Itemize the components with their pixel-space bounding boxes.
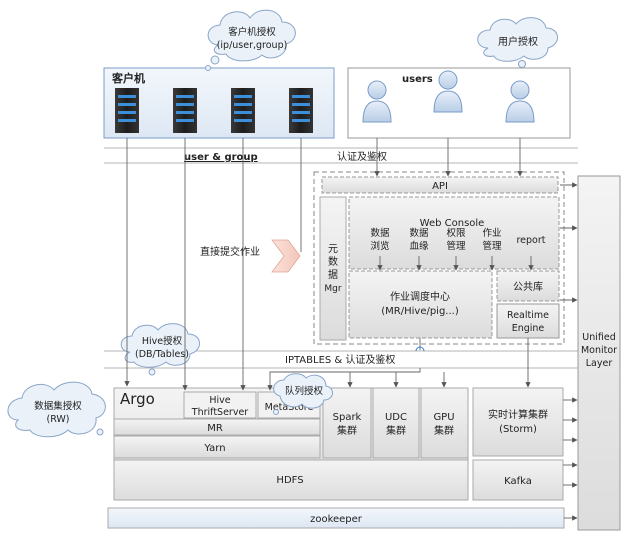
server-icon [231,88,255,133]
hive-auth-bubble: Hive授权 (DB/Tables) [120,323,200,376]
spark-cluster: Spark 集群 [322,387,372,459]
users-panel: users [347,67,571,139]
hive-auth-line1: Hive授权 [142,335,183,347]
gpu-cluster: GPU 集群 [420,387,469,459]
monitor-line1: Unified [582,332,615,343]
unified-monitor-layer: Unified Monitor Layer [577,175,621,531]
mr-label: MR [207,423,223,434]
udc-line1: UDC [385,412,407,423]
hdfs-label: HDFS [276,475,303,486]
api-label: API [432,181,448,192]
kafka: Kafka [472,459,564,501]
user-auth-bubble: 用户授权 [477,17,558,68]
web-console: Web Console 数据 浏览 数据 血缘 权限 管理 作业 管理 repo… [348,196,560,270]
zookeeper: zookeeper [107,507,565,529]
server-icon [289,88,313,133]
monitor-line3: Layer [586,358,613,369]
yarn-label: Yarn [203,443,225,454]
web-console-item-perm-2: 管理 [446,240,466,252]
public-lib: 公共库 [496,270,560,302]
scheduler-line2: (MR/Hive/pig...) [381,306,459,317]
client-auth-bubble: 客户机授权 (ip/user,group) [205,9,296,71]
web-console-item-perm-1: 权限 [446,227,466,239]
web-console-item-lineage-1: 数据 [409,227,429,239]
web-console-item-data-browse-1: 数据 [370,227,390,239]
queue-auth-bubble: 队列授权 [273,373,333,415]
platform-frame [313,171,565,345]
client-panel: 客户机 [103,67,335,139]
queue-auth-label: 队列授权 [285,385,324,397]
gpu-line1: GPU [433,412,454,423]
realtime-cluster-line2: (Storm) [499,424,537,435]
realtime-engine: Realtime Engine [496,303,560,339]
dataset-auth-line1: 数据集授权 [34,400,82,412]
user-icon [433,70,463,113]
gpu-line2: 集群 [434,424,454,437]
iptables-crossing-icon [415,346,425,352]
dataset-auth-line2: (RW) [46,414,69,425]
server-icon [115,88,139,133]
hive-auth-line2: (DB/Tables) [135,349,189,360]
public-lib-label: 公共库 [513,280,543,293]
connector-arrows [124,138,578,521]
zookeeper-label: zookeeper [310,514,363,525]
udc-cluster: UDC 集群 [372,387,420,459]
direct-submit-label: 直接提交作业 [200,245,260,258]
job-scheduler: 作业调度中心 (MR/Hive/pig...) [348,270,493,339]
api-bar: API [321,176,559,194]
user-auth-label: 用户授权 [498,35,538,48]
hive-thrift-line2: ThriftServer [191,407,249,418]
user-icon [505,80,535,123]
web-console-item-jobs-2: 管理 [482,240,502,252]
web-console-item-data-browse-2: 浏览 [370,240,389,252]
client-auth-line2: (ip/user,group) [217,40,288,51]
server-icon [173,88,197,133]
realtime-cluster-line1: 实时计算集群 [488,408,548,421]
metadata-mgr: 元 数 据 Mgr [319,196,347,341]
web-console-item-jobs-1: 作业 [482,227,501,239]
web-console-item-report: report [516,235,545,246]
client-panel-title: 客户机 [111,71,145,85]
hive-thrift-line1: Hive [209,395,230,406]
metastore-label: MetaStore [265,402,314,413]
web-console-title: Web Console [420,218,485,229]
dataset-auth-bubble: 数据集授权 (RW) [7,381,106,438]
client-auth-line1: 客户机授权 [228,26,276,38]
metadata-line1: 元 [328,244,338,255]
realtime-engine-line2: Engine [512,323,545,334]
user-group-label: user & group [184,152,258,163]
metadata-line2: 数 [328,255,338,268]
spark-line1: Spark [333,412,362,423]
metadata-line3: 据 [328,268,338,281]
spark-line2: 集群 [337,424,357,437]
realtime-compute-cluster: 实时计算集群 (Storm) [472,387,564,457]
realtime-engine-line1: Realtime [507,310,549,321]
chevron-right-icon [271,239,301,273]
scheduler-line1: 作业调度中心 [390,290,450,303]
auth-label: 认证及鉴权 [337,150,387,163]
argo-title: Argo [120,390,155,408]
kafka-label: Kafka [504,476,532,487]
monitor-line2: Monitor [581,345,617,356]
users-panel-title: users [402,74,433,85]
metadata-line4: Mgr [324,284,341,294]
iptables-label: IPTABLES & 认证及鉴权 [285,353,395,366]
user-icon [362,80,392,123]
web-console-item-lineage-2: 血缘 [409,240,429,252]
udc-line2: 集群 [386,424,406,437]
